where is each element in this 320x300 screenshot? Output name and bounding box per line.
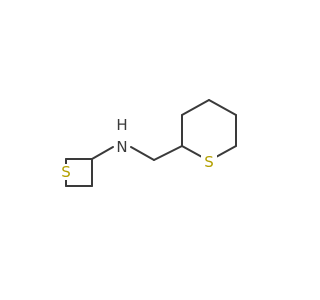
thietane-sulfur-label: S bbox=[61, 163, 71, 181]
bond-thiane-c3-c4 bbox=[181, 99, 210, 116]
bond-nh-to-ch2 bbox=[130, 146, 155, 161]
thiane-sulfur-atom: S bbox=[201, 153, 217, 171]
bond-thiane-c6-s bbox=[215, 145, 237, 158]
molecule-structure: S H N S bbox=[58, 99, 237, 187]
amine-n-label: N bbox=[116, 138, 127, 156]
bond-ch2-to-thiane bbox=[153, 145, 183, 161]
amine-nh-atom: H N bbox=[116, 116, 127, 156]
bond-thietane-to-nh bbox=[91, 146, 114, 160]
thietane-sulfur-atom: S bbox=[58, 163, 74, 181]
thiane-sulfur-label: S bbox=[204, 153, 214, 171]
bond-thiane-c4-c5 bbox=[208, 99, 237, 116]
bond-thiane-s-c2 bbox=[181, 145, 203, 158]
amine-h-label: H bbox=[116, 116, 127, 134]
